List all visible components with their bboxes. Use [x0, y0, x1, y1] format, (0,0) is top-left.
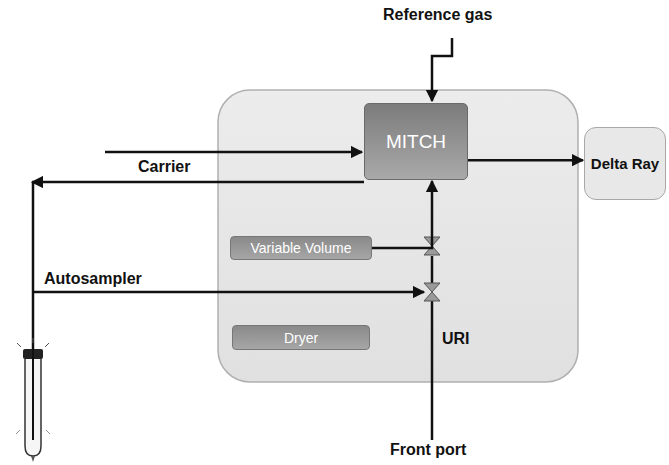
- front-port-line: [431, 300, 434, 440]
- instrument-panel: [218, 90, 578, 382]
- node-text: Delta Ray: [591, 155, 659, 172]
- gas-label: Reference gas: [383, 6, 492, 24]
- component-box: Variable Volume: [230, 236, 372, 260]
- node-text: Dryer: [284, 330, 318, 346]
- sample-vial: [16, 182, 50, 462]
- component-box: Dryer: [232, 325, 370, 350]
- node-text: Variable Volume: [251, 240, 352, 256]
- reference-gas-line: [432, 38, 452, 101]
- flow-label: Carrier: [138, 158, 190, 176]
- autosampler-line: [33, 291, 424, 294]
- instrument-box: Delta Ray: [584, 127, 666, 200]
- valve-link-line: [431, 256, 434, 284]
- node-text: MITCH: [386, 131, 446, 153]
- flow-label: Autosampler: [44, 270, 142, 288]
- carrier-out-line: [32, 181, 364, 184]
- valve-symbol: [424, 283, 440, 301]
- port-label: Front port: [390, 441, 466, 459]
- flow-connector: [372, 181, 432, 248]
- device-label: URI: [442, 330, 470, 348]
- process-box: MITCH: [364, 103, 468, 180]
- carrier-in-line: [105, 151, 362, 154]
- flow-connector: [468, 159, 583, 162]
